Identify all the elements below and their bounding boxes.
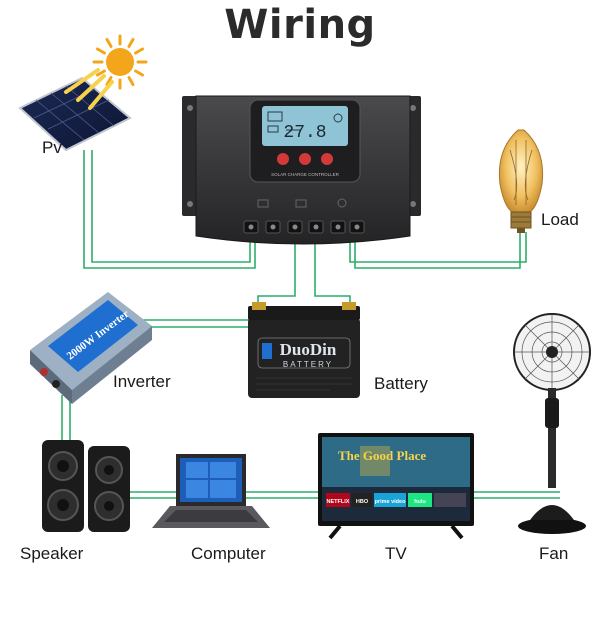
sun-ray	[127, 37, 135, 48]
controller-button-3	[321, 153, 333, 165]
page-title: Wiring	[224, 2, 376, 48]
battery-brand: DuoDin	[280, 340, 337, 359]
speaker-icon	[42, 440, 130, 532]
tv-app-label: prime video	[375, 499, 407, 505]
wire-pv-positive	[83, 150, 256, 269]
tv-app-label: hulu	[414, 499, 426, 505]
battery-type: BATTERY	[283, 360, 333, 369]
sun-ray	[105, 37, 113, 48]
tv-screen-title: The Good Place	[338, 448, 426, 463]
charge-controller-icon	[182, 95, 421, 245]
label-battery: Battery	[374, 374, 428, 393]
wire-pv-negative	[91, 150, 251, 263]
bulb-icon	[498, 129, 544, 233]
sun-ray	[127, 76, 135, 87]
solar-panel-icon	[18, 68, 132, 152]
controller-display-value: 27.8	[283, 123, 326, 143]
sun-ray	[95, 69, 106, 77]
tv-app-label: HBO	[356, 499, 369, 505]
label-inverter: Inverter	[113, 372, 171, 391]
tv-icon	[318, 433, 474, 540]
label-tv: TV	[385, 544, 407, 563]
wiring-diagram: Wiring	[224, 2, 376, 48]
inverter-icon	[30, 292, 152, 404]
tv-app-labels: NETFLIX HBO prime video hulu	[327, 499, 426, 505]
sun-ray	[134, 47, 145, 55]
sun-icon	[92, 34, 148, 90]
laptop-icon	[152, 454, 270, 528]
tv-app-label: NETFLIX	[327, 499, 350, 505]
wire-load-negative	[349, 232, 527, 263]
label-fan: Fan	[539, 544, 569, 563]
label-computer: Computer	[191, 544, 266, 563]
fan-icon	[513, 313, 591, 534]
sun-ray	[105, 76, 113, 87]
diagram-art: 27.8 SOLAR CHARGE CONTROLLER DuoDin BATT…	[18, 34, 591, 540]
controller-panel-text: SOLAR CHARGE CONTROLLER	[271, 172, 340, 177]
wire-load-positive	[354, 232, 521, 269]
label-speaker: Speaker	[20, 544, 84, 563]
controller-button-1	[277, 153, 289, 165]
label-pv: Pv	[42, 138, 62, 157]
controller-button-2	[299, 153, 311, 165]
sun-ray	[95, 47, 106, 55]
sun-ray	[134, 69, 145, 77]
battery-icon	[248, 302, 360, 398]
label-load: Load	[541, 210, 579, 229]
